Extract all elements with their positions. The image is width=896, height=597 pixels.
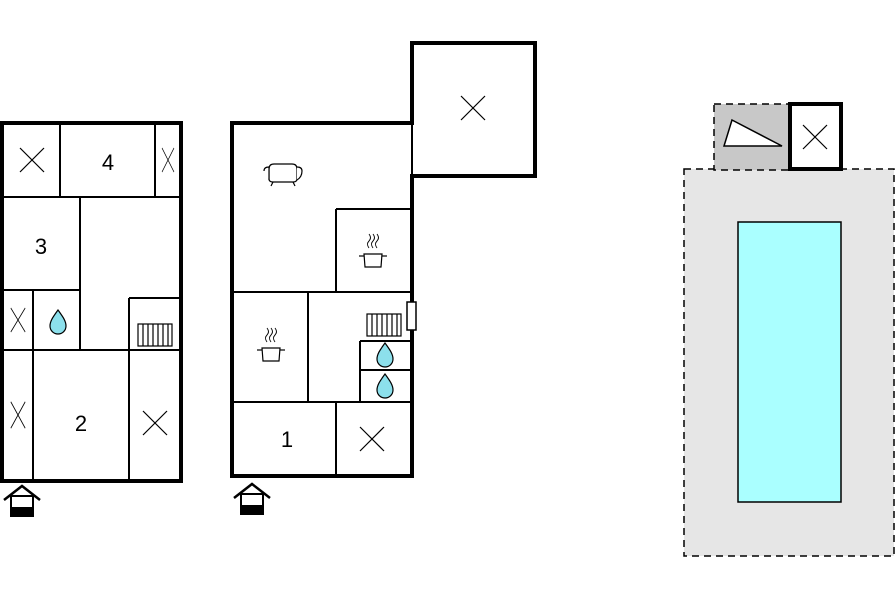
building-middle-outline — [230, 41, 537, 478]
water-drop-icon — [376, 342, 394, 368]
building-middle: 1 — [230, 41, 537, 515]
building-left: 4 3 2 — [0, 121, 183, 517]
swimming-pool — [737, 221, 842, 503]
x-mark-icon — [460, 95, 486, 121]
x-mark-icon — [359, 426, 385, 452]
x-mark-icon — [19, 147, 45, 173]
entrance-house-icon — [233, 482, 271, 515]
pool-area — [683, 102, 895, 557]
cooking-pot-icon — [359, 233, 387, 268]
building-left-outline — [0, 121, 183, 483]
x-mark-icon — [161, 147, 175, 173]
cooking-pot-icon — [257, 327, 285, 362]
x-mark-icon — [10, 401, 26, 429]
radiator-icon — [366, 313, 402, 337]
radiator-icon — [137, 323, 173, 347]
room-number: 4 — [102, 150, 114, 175]
triangle-icon — [722, 118, 783, 147]
room-number: 3 — [35, 234, 47, 259]
water-drop-icon — [376, 373, 394, 399]
room-number: 2 — [75, 411, 87, 436]
window-marker — [406, 301, 417, 331]
sofa-icon — [263, 163, 303, 187]
x-mark-icon — [142, 410, 168, 436]
water-drop-icon — [49, 309, 67, 335]
room-number: 1 — [281, 427, 293, 452]
x-mark-icon — [10, 307, 26, 333]
entrance-house-icon — [3, 484, 41, 517]
